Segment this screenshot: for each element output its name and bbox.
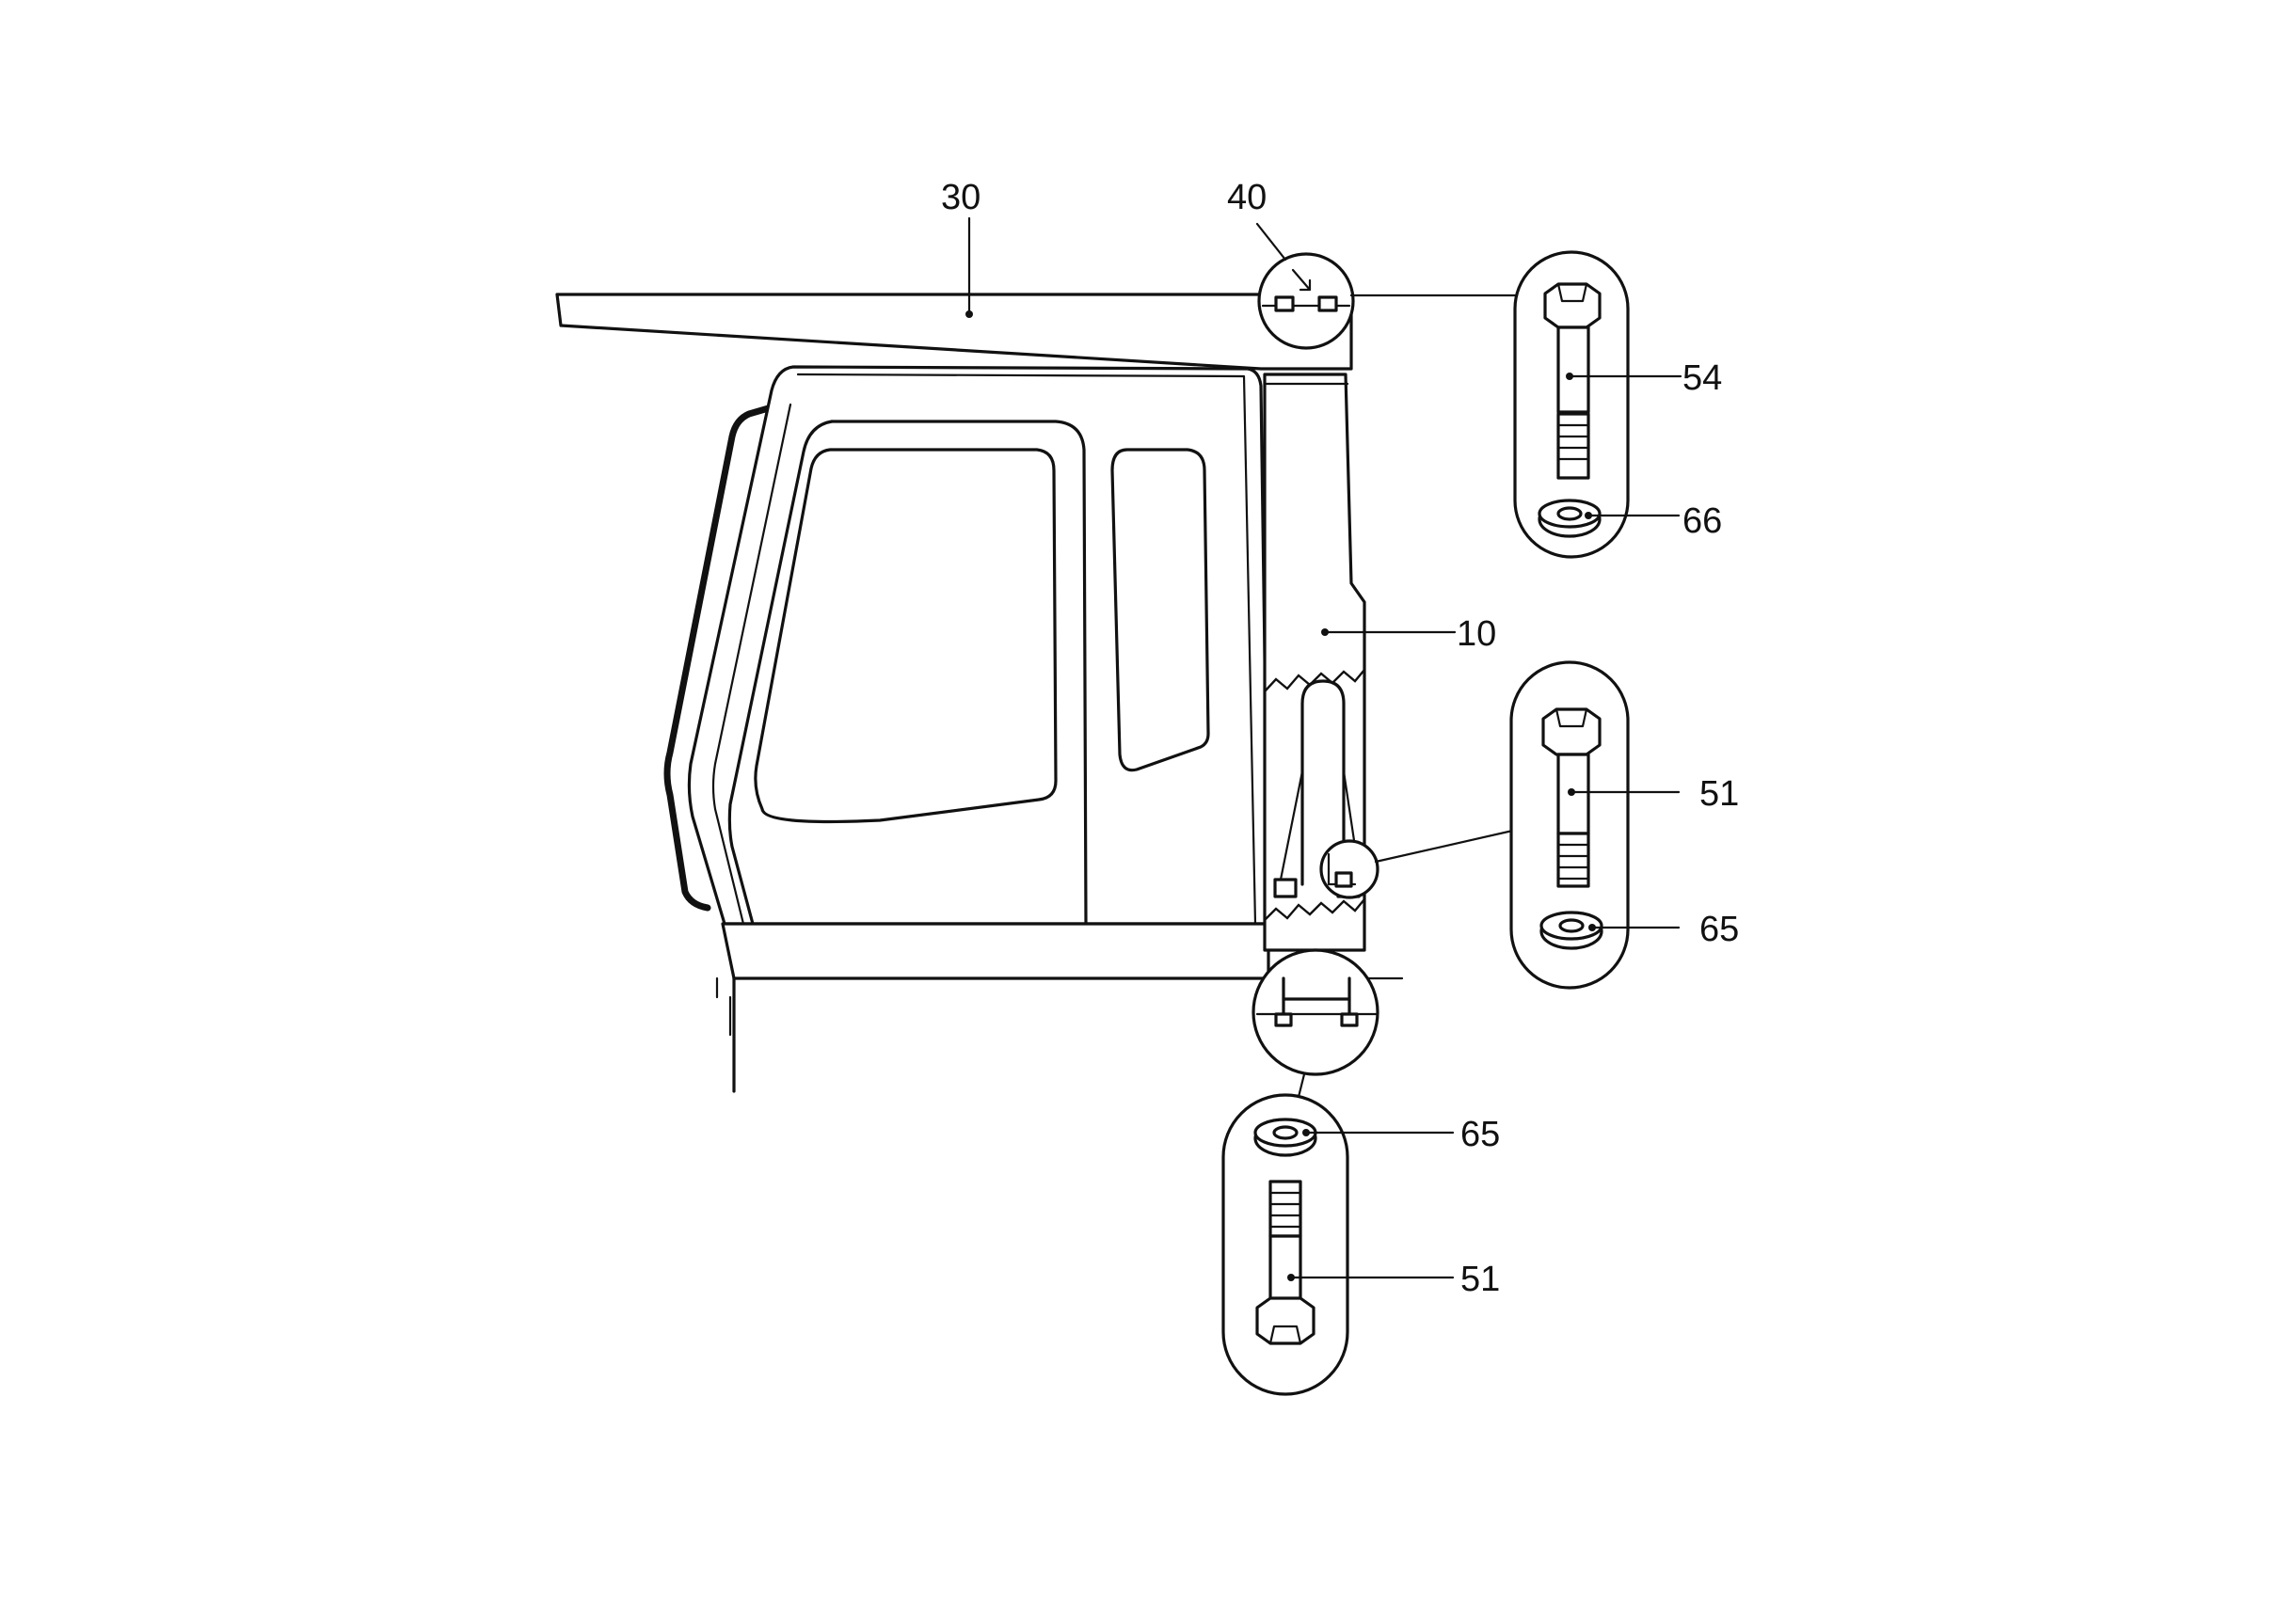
callout-54: 54: [1682, 358, 1722, 398]
callout-65-bottom: 65: [1460, 1115, 1500, 1154]
roof-panel: [555, 293, 1353, 371]
callout-30: 30: [941, 178, 981, 217]
callout-40: 40: [1227, 178, 1267, 217]
callout-51-mid: 51: [1699, 774, 1739, 814]
roof-mount-detail: [1255, 222, 1517, 350]
callout-leaders: [965, 216, 1457, 636]
bolt-inset-middle: [1509, 660, 1681, 990]
bolt-inset-bottom: [1221, 1093, 1455, 1396]
callout-65-mid: 65: [1699, 910, 1739, 949]
base-mount-detail: [1252, 948, 1379, 1099]
callout-66: 66: [1682, 501, 1722, 541]
post-mount-detail: [1319, 828, 1519, 899]
callout-51-bottom: 51: [1460, 1260, 1500, 1299]
bolt-inset-top: [1513, 250, 1682, 559]
cab-body: [663, 365, 1270, 1093]
callout-10: 10: [1457, 614, 1496, 654]
